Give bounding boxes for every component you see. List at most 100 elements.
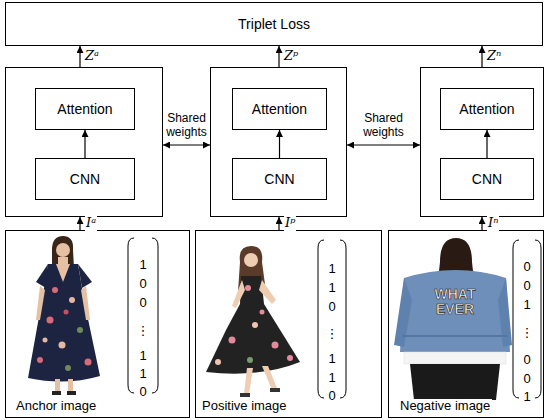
vector-entry: 0 <box>328 300 335 313</box>
image-caption: Anchor image <box>14 399 98 414</box>
bracket <box>513 240 519 398</box>
vector-entry: 0 <box>523 279 530 292</box>
box-label: CNN <box>264 171 294 187</box>
negative-photo <box>394 238 512 400</box>
neckline <box>56 264 70 282</box>
edge-label: Shared weights <box>164 112 209 140</box>
attention-box: Attention <box>232 88 327 130</box>
tensor-label: Iⁿ <box>487 216 499 231</box>
vector-entry: 1 <box>328 352 335 365</box>
box-label: CNN <box>472 171 502 187</box>
bracket <box>340 240 346 398</box>
flow-arrow <box>79 46 80 67</box>
head <box>56 243 70 257</box>
jacket <box>400 270 510 352</box>
bracket <box>318 240 324 398</box>
shared-weights-arrow <box>347 144 420 145</box>
flow-arrow <box>79 217 80 230</box>
vector-entry: 0 <box>328 389 335 402</box>
arm <box>259 280 276 304</box>
flow-arrow <box>486 130 487 158</box>
leg <box>244 368 253 394</box>
box-label: CNN <box>70 171 100 187</box>
image-box: Anchor image <box>5 230 190 418</box>
arm <box>36 286 45 320</box>
branch-box: AttentionCNN <box>210 67 347 217</box>
skirt <box>206 304 300 374</box>
head <box>244 253 258 267</box>
bracket <box>152 238 158 393</box>
shirt <box>404 352 506 364</box>
leg <box>262 366 277 390</box>
vector-entry: ⋮ <box>326 327 339 340</box>
edge-label: Shared weights <box>348 112 419 140</box>
leg <box>55 379 60 392</box>
vector-entry: ⋮ <box>521 326 534 339</box>
flowers <box>37 287 92 371</box>
box-label: Attention <box>57 101 112 117</box>
bracket <box>128 238 134 393</box>
cnn-box: CNN <box>440 158 534 200</box>
shoe <box>67 391 76 395</box>
flow-arrow <box>279 130 280 158</box>
tensor-label: Zᵃ <box>85 49 99 64</box>
leg <box>68 379 73 392</box>
flow-arrow <box>84 130 85 158</box>
pants <box>410 364 500 400</box>
image-box: Positive image <box>195 230 382 418</box>
box-label: Attention <box>252 101 307 117</box>
cnn-box: CNN <box>232 158 327 200</box>
shared-weights-arrow <box>163 144 210 145</box>
tensor-label: Iᵃ <box>85 216 97 231</box>
vector-entry: 0 <box>139 296 146 309</box>
cnn-box: CNN <box>35 158 135 200</box>
tensor-label: Zᵖ <box>284 49 298 64</box>
positive-photo <box>206 246 300 397</box>
jacket-seam <box>402 335 508 337</box>
arm <box>232 280 245 308</box>
vector-entry: ⋮ <box>137 324 150 337</box>
vector-entry: 0 <box>523 260 530 273</box>
vector-entry: 1 <box>328 371 335 384</box>
hair <box>52 236 74 268</box>
image-box: Negative image <box>388 230 544 418</box>
vector-entry: 0 <box>139 385 146 398</box>
attention-box: Attention <box>35 88 135 130</box>
bracket <box>535 240 541 398</box>
jacket-print: WHAT EVER <box>430 287 480 316</box>
anchor-photo <box>28 236 100 395</box>
flowers <box>215 285 293 365</box>
vector-entry: 1 <box>139 367 146 380</box>
loss-box: Triplet Loss <box>5 2 543 46</box>
tensor-label: Zⁿ <box>487 49 501 64</box>
vector-entry: 1 <box>328 281 335 294</box>
vector-entry: 0 <box>139 277 146 290</box>
shoe <box>270 388 280 392</box>
vector-entry: 1 <box>328 262 335 275</box>
shoe <box>52 391 61 395</box>
arm <box>81 286 90 320</box>
sleeve <box>78 264 92 288</box>
flow-arrow <box>481 217 482 230</box>
branch-box: AttentionCNN <box>420 67 544 217</box>
dress <box>28 264 100 382</box>
image-caption: Positive image <box>200 399 289 414</box>
box-label: Attention <box>459 101 514 117</box>
shoe <box>240 393 250 397</box>
tensor-label: Iᵖ <box>284 216 296 231</box>
vector-entry: 1 <box>139 258 146 271</box>
vector-entry: 0 <box>523 372 530 385</box>
flow-arrow <box>278 46 279 67</box>
vector-entry: 1 <box>523 298 530 311</box>
vector-entry: 1 <box>139 349 146 362</box>
vector-entry: 1 <box>523 390 530 403</box>
neck <box>58 257 68 265</box>
branch-box: AttentionCNN <box>5 67 163 217</box>
vector-entry: 0 <box>523 353 530 366</box>
box-label: Triplet Loss <box>238 16 310 32</box>
attention-box: Attention <box>440 88 534 130</box>
